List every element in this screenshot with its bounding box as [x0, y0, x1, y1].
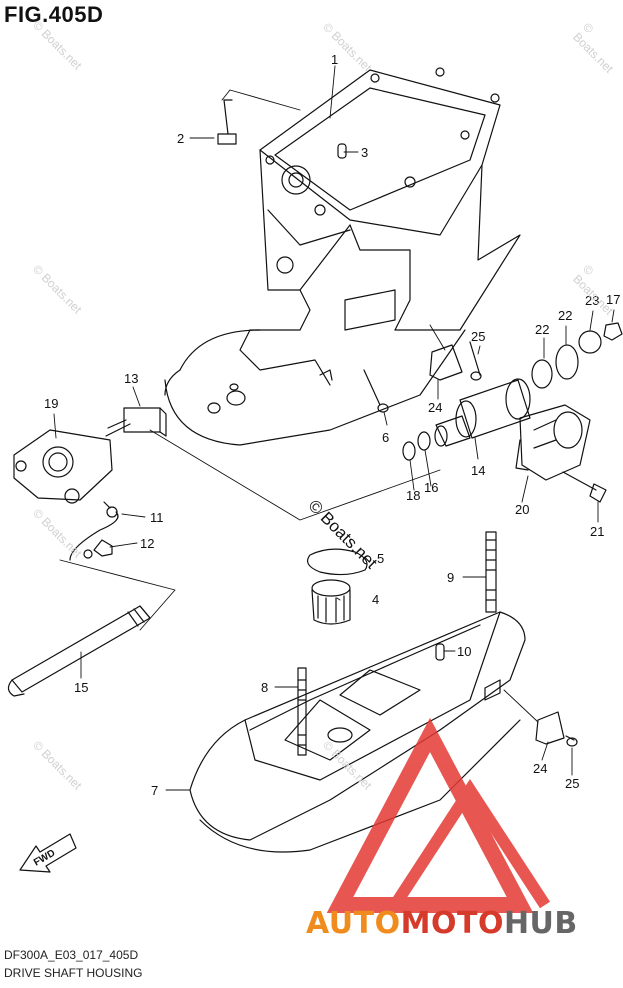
dowel-pin-3 — [337, 143, 347, 159]
callout-13: 13 — [124, 371, 138, 386]
callout-20: 20 — [515, 502, 529, 517]
callout-23: 23 — [585, 293, 599, 308]
callout-25a: 25 — [471, 329, 485, 344]
figure-title: FIG.405D — [4, 2, 104, 27]
bolt-2 — [217, 99, 237, 145]
nut-17 — [603, 322, 623, 341]
stud-bolt-9 — [485, 531, 497, 613]
callout-22a: 22 — [535, 322, 549, 337]
bolt-21 — [562, 471, 607, 503]
callout-12: 12 — [140, 536, 154, 551]
callout-1: 1 — [331, 52, 338, 67]
upper-housing — [164, 67, 521, 446]
lower-housing — [189, 611, 526, 853]
stud-bolt-8 — [297, 667, 307, 756]
fwd-arrow — [19, 833, 77, 873]
washer-23 — [578, 330, 602, 354]
bolt-25-right — [469, 341, 482, 381]
callout-7: 7 — [151, 783, 158, 798]
callout-15: 15 — [74, 680, 88, 695]
bracket-20 — [515, 404, 591, 481]
callout-10: 10 — [457, 644, 471, 659]
callout-6: 6 — [382, 430, 389, 445]
figure-name: DRIVE SHAFT HOUSING — [4, 966, 143, 980]
washer-22a — [531, 359, 553, 389]
plate-24-upper — [429, 344, 463, 381]
callout-16: 16 — [424, 480, 438, 495]
logo-auto: AUTO — [306, 906, 401, 941]
callout-19: 19 — [44, 396, 58, 411]
callout-11: 11 — [150, 510, 164, 525]
callout-21: 21 — [590, 524, 604, 539]
logo-triangle — [326, 717, 551, 913]
callout-14: 14 — [471, 463, 485, 478]
bolt-6 — [363, 369, 389, 413]
bushing-14 — [434, 378, 531, 447]
callout-3: 3 — [361, 145, 368, 160]
callout-9: 9 — [447, 570, 454, 585]
callout-17: 17 — [606, 292, 620, 307]
clamp-19 — [13, 429, 113, 504]
washer-18 — [402, 441, 416, 461]
logo-moto: MOTO — [400, 906, 504, 941]
callout-24a: 24 — [428, 400, 442, 415]
callout-18: 18 — [406, 488, 420, 503]
dowel-pin-10 — [435, 643, 445, 661]
bolt-25-lower — [565, 735, 578, 747]
callout-5: 5 — [377, 551, 384, 566]
callout-24b: 24 — [533, 761, 547, 776]
seal-4 — [311, 579, 351, 625]
callout-4: 4 — [372, 592, 379, 607]
callout-25b: 25 — [565, 776, 579, 791]
logo-hub: HUB — [503, 906, 578, 941]
callout-2: 2 — [177, 131, 184, 146]
cable-13 — [105, 407, 167, 437]
callout-8: 8 — [261, 680, 268, 695]
bolt-12 — [83, 539, 113, 559]
washer-16 — [417, 431, 431, 451]
automotohub-logo: AUTOMOTOHUB — [306, 906, 578, 941]
bolt-11 — [69, 501, 119, 561]
plate-24-lower — [535, 711, 565, 745]
gasket-5 — [307, 548, 368, 576]
washer-22b — [555, 344, 579, 380]
callout-22b: 22 — [558, 308, 572, 323]
figure-code: DF300A_E03_017_405D — [4, 948, 139, 962]
